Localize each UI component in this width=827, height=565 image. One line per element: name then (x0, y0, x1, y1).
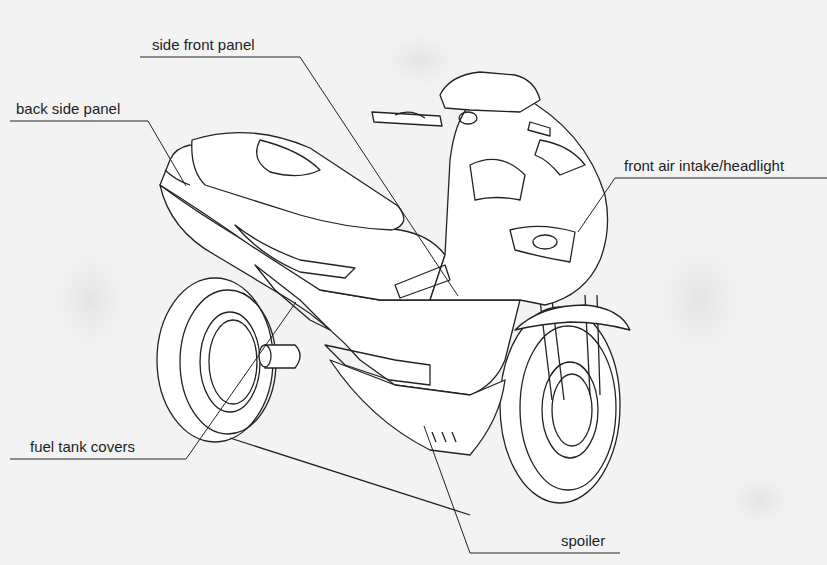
part-label: back side panel (16, 100, 120, 118)
scooter-drawing (157, 72, 630, 515)
background-texture (30, 20, 810, 540)
part-label: front air intake/headlight (624, 157, 784, 175)
part-label: fuel tank covers (30, 438, 135, 456)
part-label: spoiler (561, 532, 605, 550)
leader-lines (10, 57, 827, 553)
part-label: side front panel (152, 36, 255, 54)
